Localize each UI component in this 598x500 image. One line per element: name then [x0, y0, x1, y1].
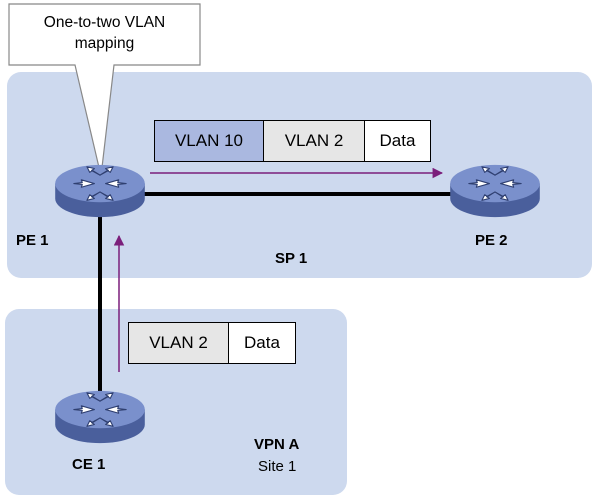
- packet-top-inner-vlan: VLAN 2: [264, 121, 365, 161]
- packet-bottom-vlan: VLAN 2: [129, 323, 229, 363]
- packet-bottom-data: Data: [229, 323, 295, 363]
- callout-line1: One-to-two VLAN: [43, 14, 166, 31]
- callout-box: [8, 3, 201, 177]
- sp1-label: SP 1: [275, 250, 308, 267]
- pe1-label: PE 1: [16, 232, 49, 249]
- callout-line2: mapping: [74, 35, 135, 52]
- pe1-router-icon: [54, 164, 146, 218]
- vpn-a-label: VPN A: [254, 436, 300, 453]
- ce1-router-icon: [54, 390, 146, 444]
- packet-bottom: VLAN 2 Data: [128, 322, 296, 364]
- packet-top-data: Data: [365, 121, 430, 161]
- packet-top: VLAN 10 VLAN 2 Data: [154, 120, 431, 162]
- callout-label: One-to-two VLAN mapping: [9, 12, 200, 54]
- site1-label: Site 1: [258, 458, 297, 475]
- pe2-router-icon: [449, 164, 541, 218]
- pe2-label: PE 2: [475, 232, 508, 249]
- ce1-label: CE 1: [72, 456, 106, 473]
- packet-top-outer-vlan: VLAN 10: [155, 121, 264, 161]
